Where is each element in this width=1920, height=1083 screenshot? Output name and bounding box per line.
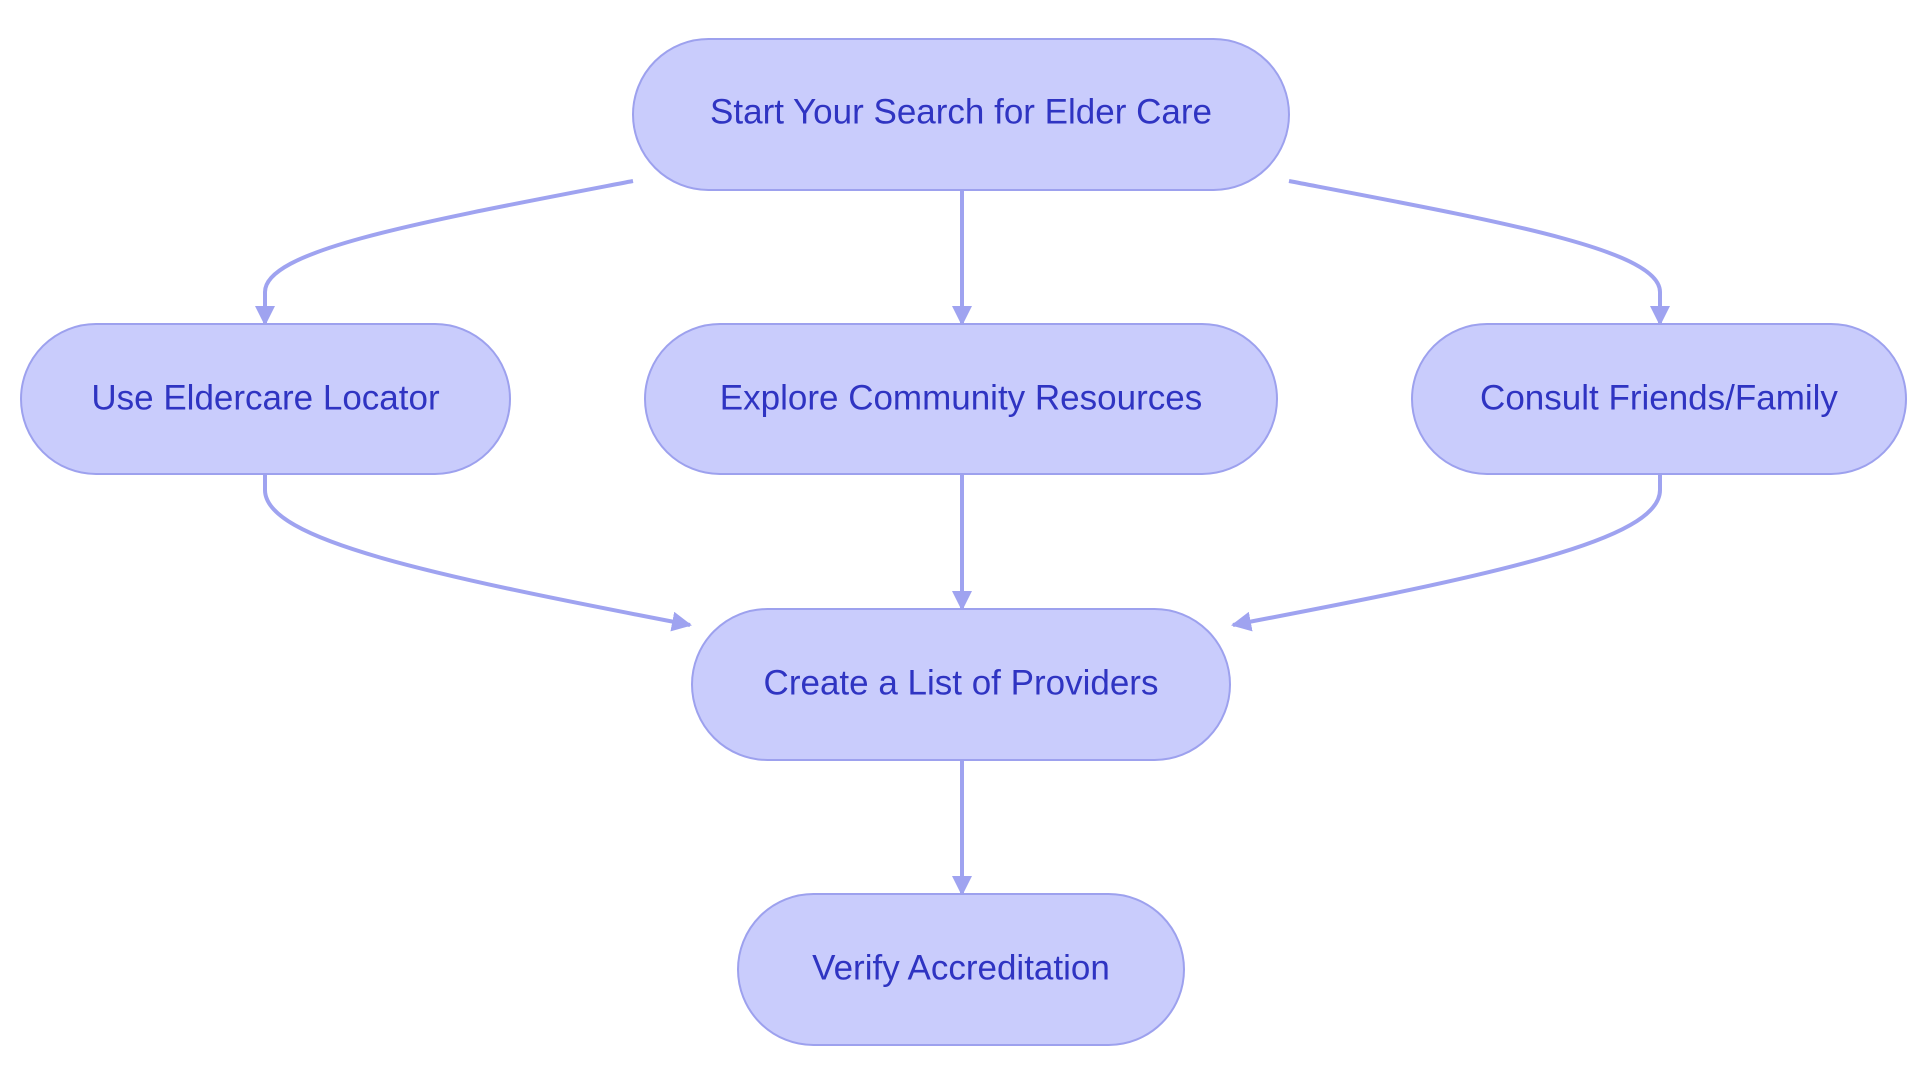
node-list: Create a List of Providers [691, 608, 1231, 761]
edge-start-to-friends [1288, 179, 1670, 326]
edges [255, 179, 1670, 896]
node-verify-shape [737, 893, 1185, 1046]
edge-start-to-locator [255, 179, 634, 326]
node-friends-shape [1411, 323, 1907, 475]
edge-locator-to-list [263, 474, 692, 632]
node-friends: Consult Friends/Family [1411, 323, 1907, 475]
node-community-shape [644, 323, 1278, 475]
node-locator-label: Use Eldercare Locator [91, 379, 440, 418]
node-start: Start Your Search for Elder Care [632, 38, 1290, 191]
node-list-label: Create a List of Providers [764, 664, 1159, 703]
node-friends-label: Consult Friends/Family [1480, 379, 1838, 418]
node-locator-shape [20, 323, 511, 475]
node-locator: Use Eldercare Locator [20, 323, 511, 475]
node-start-label: Start Your Search for Elder Care [710, 93, 1212, 132]
node-verify: Verify Accreditation [737, 893, 1185, 1046]
node-verify-label: Verify Accreditation [812, 949, 1110, 988]
node-start-shape [632, 38, 1290, 191]
node-community-label: Explore Community Resources [720, 379, 1202, 418]
edge-friends-to-list [1231, 474, 1662, 632]
node-list-shape [691, 608, 1231, 761]
node-community: Explore Community Resources [644, 323, 1278, 475]
